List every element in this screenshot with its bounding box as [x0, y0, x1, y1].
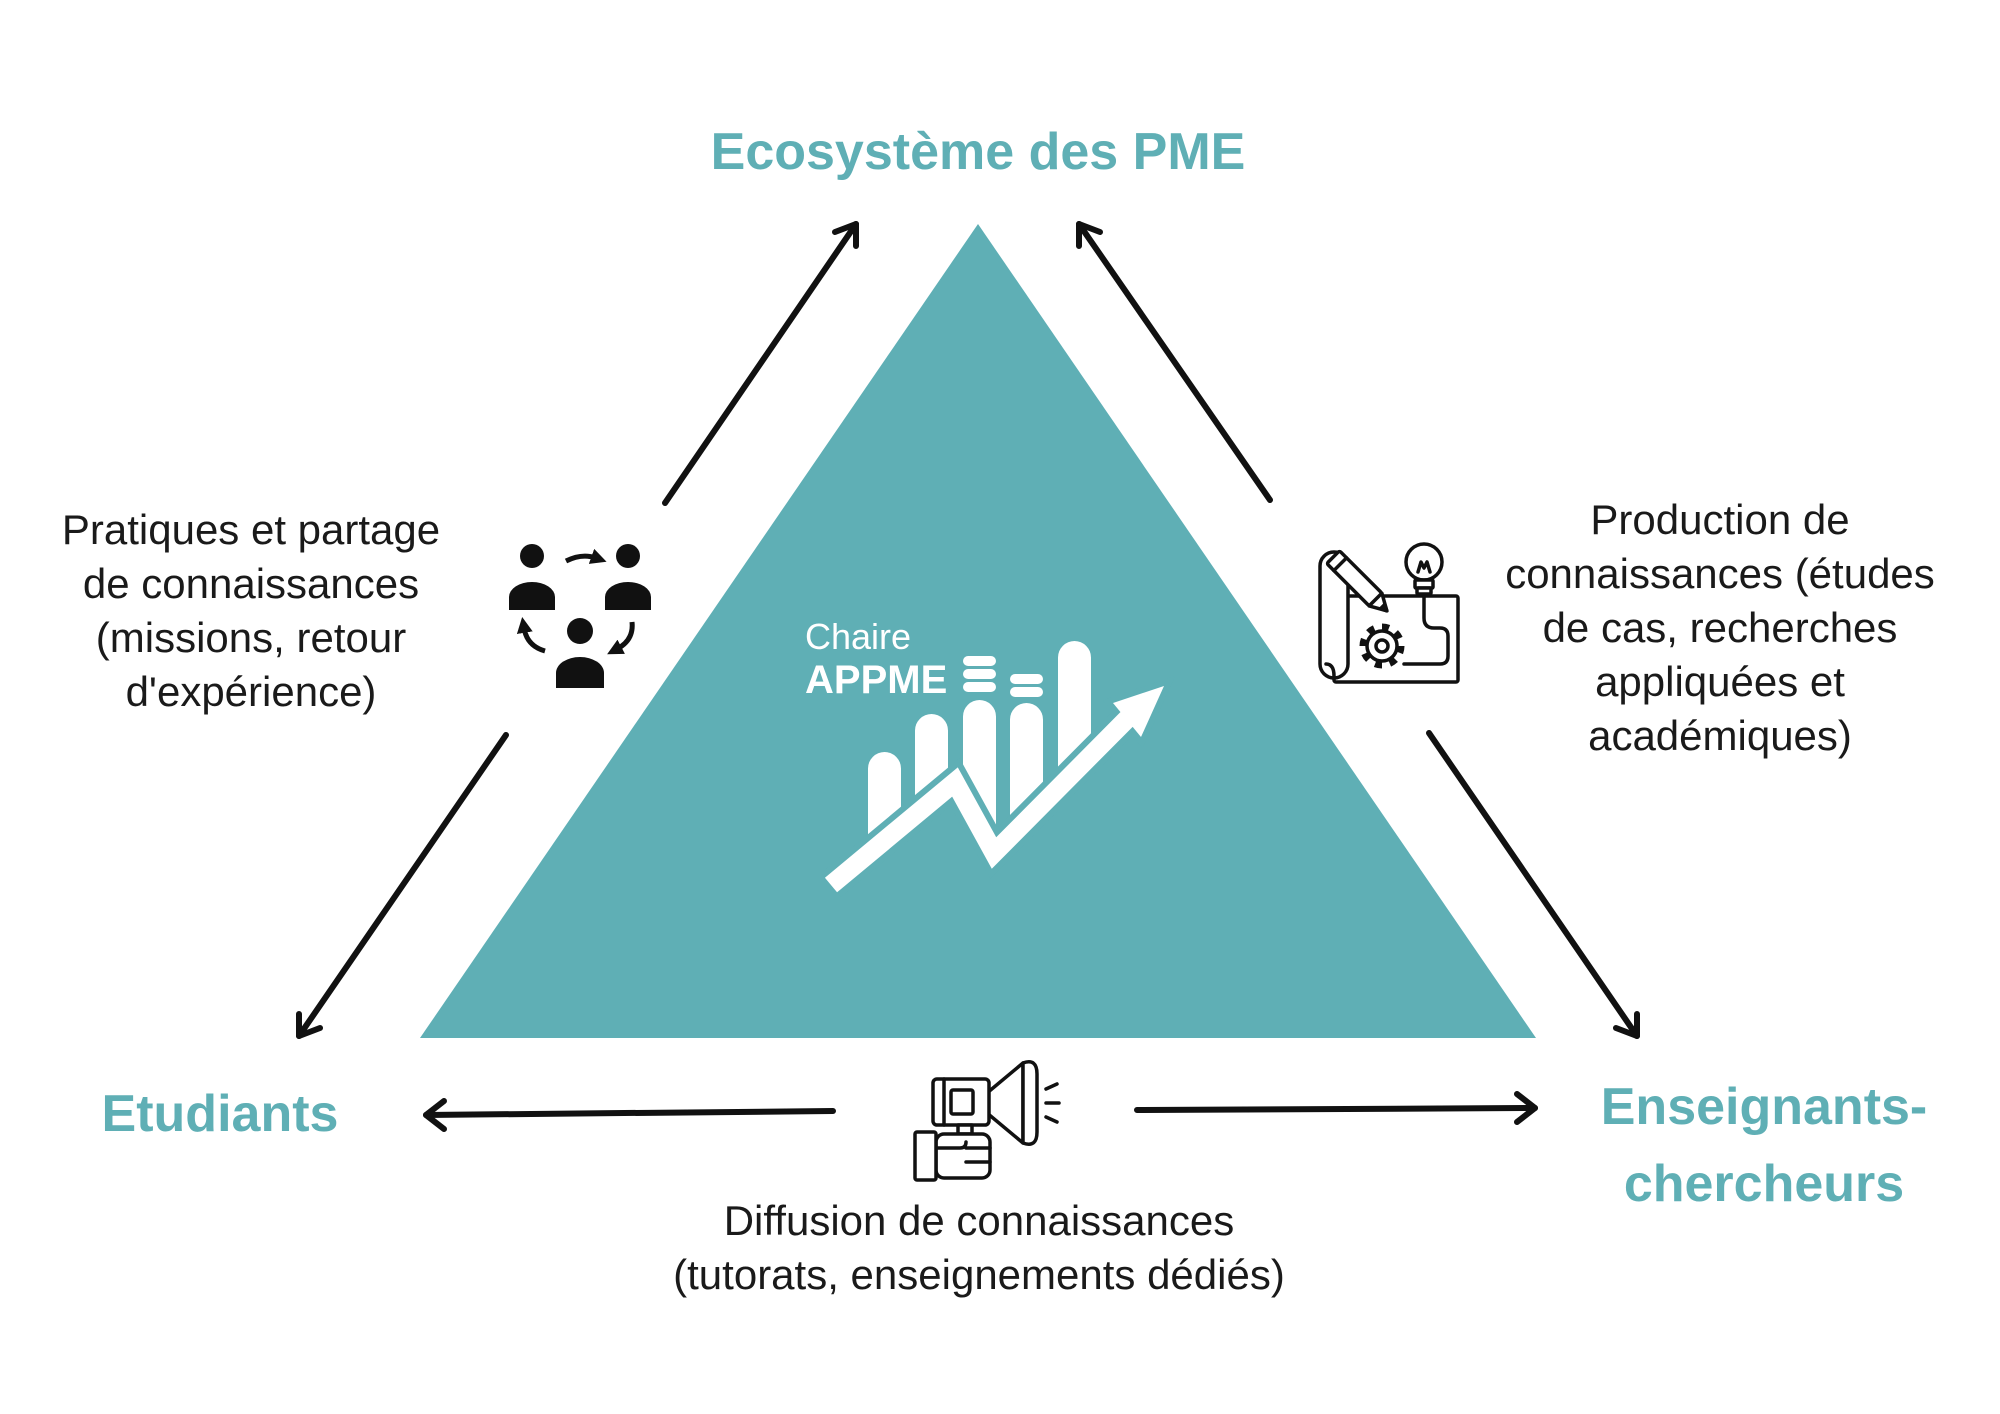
- logo-coin: [963, 682, 996, 692]
- people-exchange-icon: [509, 544, 651, 688]
- right-edge-label-line: de cas, recherches: [1543, 604, 1898, 651]
- left-edge-label-line: de connaissances: [83, 560, 419, 607]
- right-edge-label-line: Production de: [1590, 496, 1849, 543]
- trend-arrow: [821, 675, 1176, 897]
- arrow-down-to-researchers: [1426, 730, 1640, 1039]
- gear-icon: [1359, 623, 1405, 669]
- megaphone-cone: [985, 1061, 1025, 1145]
- hand-cuff: [913, 1130, 938, 1182]
- arrow-down-to-students: [296, 732, 509, 1039]
- logo-coin: [963, 669, 996, 679]
- logo-coin: [1010, 674, 1043, 684]
- node-students: Etudiants: [102, 1085, 339, 1143]
- right-edge-label: Production de connaissances (études de c…: [1505, 496, 1935, 759]
- arrowhead: [1076, 221, 1103, 249]
- right-edge-label-line: connaissances (études: [1505, 550, 1935, 597]
- sound-waves-icon: [1044, 1082, 1061, 1124]
- arrowhead: [1514, 1091, 1538, 1125]
- arrow-up-to-ecosystem-left: [662, 221, 859, 506]
- pencil-icon: [1325, 549, 1389, 613]
- arrowhead: [1613, 1011, 1640, 1039]
- arrow-left-to-students: [423, 1098, 836, 1132]
- node-ecosystem: Ecosystème des PME: [711, 123, 1246, 181]
- arrow-right-to-researchers: [1134, 1091, 1538, 1125]
- hand-fist: [934, 1132, 992, 1180]
- exchange-arrow-icon: [516, 616, 546, 654]
- central-triangle: [420, 224, 1536, 1038]
- lightbulb-icon: [1404, 542, 1444, 596]
- bottom-edge-label: Diffusion de connaissances (tutorats, en…: [673, 1197, 1285, 1298]
- arrowhead: [296, 1011, 323, 1039]
- logo-coin: [963, 656, 996, 666]
- node-researchers-line: chercheurs: [1624, 1155, 1904, 1213]
- megaphone-hand-icon: [913, 1060, 1061, 1182]
- left-edge-label-line: (missions, retour: [96, 614, 406, 661]
- wire-line: [1402, 592, 1450, 666]
- megaphone-button: [949, 1088, 975, 1116]
- bottom-edge-label-line: (tutorats, enseignements dédiés): [673, 1251, 1285, 1298]
- left-edge-label: Pratiques et partage de connaissances (m…: [62, 506, 440, 715]
- right-edge-label-line: appliquées et: [1595, 658, 1845, 705]
- person-icon: [509, 544, 555, 610]
- exchange-arrow-icon: [607, 621, 635, 655]
- arrow-up-to-ecosystem-right: [1076, 221, 1273, 503]
- logo-line-appme: APPME: [805, 658, 947, 702]
- bottom-edge-label-line: Diffusion de connaissances: [724, 1197, 1235, 1244]
- arrowhead: [832, 221, 859, 249]
- node-researchers: Enseignants- chercheurs: [1601, 1078, 1928, 1213]
- left-edge-label-line: Pratiques et partage: [62, 506, 440, 553]
- person-icon: [556, 618, 604, 688]
- blueprint-idea-icon: [1318, 542, 1460, 684]
- exchange-arrow-icon: [564, 548, 607, 564]
- right-edge-label-line: académiques): [1588, 712, 1852, 759]
- arrowhead: [423, 1098, 447, 1132]
- person-icon: [605, 544, 651, 610]
- left-edge-label-line: d'expérience): [126, 668, 377, 715]
- megaphone-bell: [1021, 1060, 1039, 1146]
- logo-coin: [1010, 687, 1043, 697]
- logo-line-chaire: Chaire: [805, 616, 911, 657]
- node-researchers-line: Enseignants-: [1601, 1078, 1928, 1136]
- blueprint-roll: [1318, 550, 1350, 680]
